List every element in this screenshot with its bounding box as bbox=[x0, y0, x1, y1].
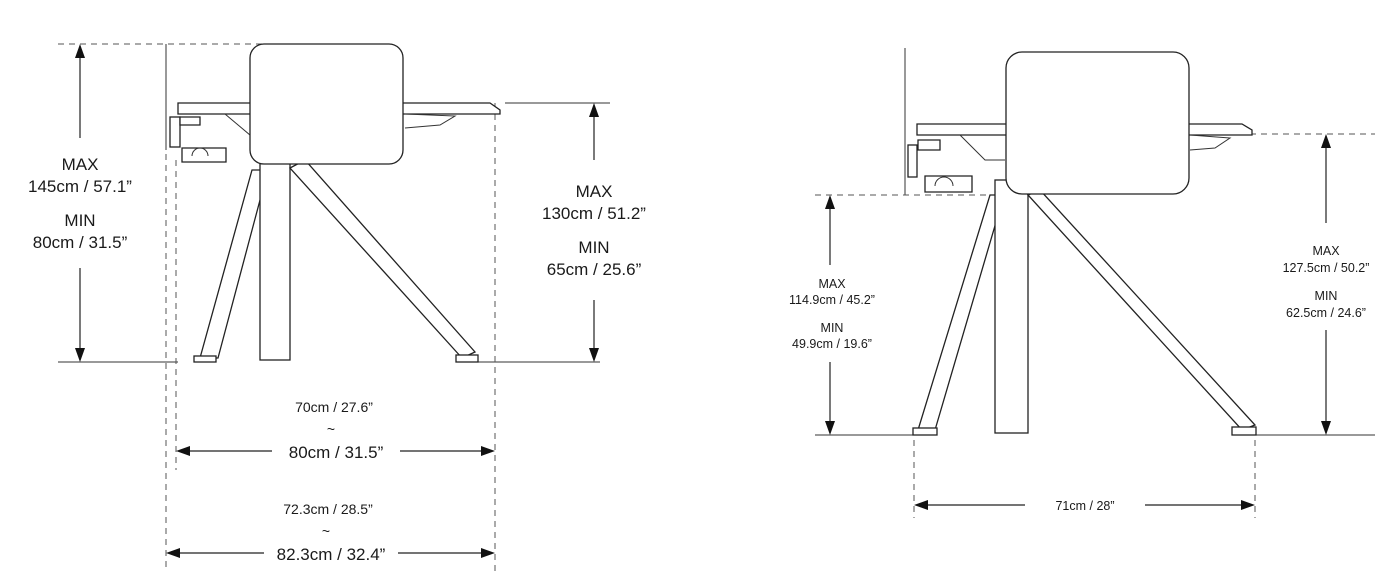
right-desk-height-max-label: MAX bbox=[818, 277, 846, 291]
left-total-height-dimension: MAX 145cm / 57.1” MIN 80cm / 31.5” bbox=[28, 44, 132, 362]
left-overall-width-dimension: 72.3cm / 28.5” ~ 82.3cm / 32.4” bbox=[166, 501, 495, 564]
right-desk-height-min-value: 49.9cm / 19.6” bbox=[792, 337, 872, 351]
left-desk-drawing bbox=[169, 43, 501, 363]
left-total-height-max-value: 145cm / 57.1” bbox=[28, 177, 132, 196]
right-total-height-max-value: 127.5cm / 50.2” bbox=[1283, 261, 1370, 275]
left-overall-width-tilde: ~ bbox=[322, 523, 330, 539]
left-desk-height-min-label: MIN bbox=[578, 238, 609, 257]
left-desk-width-tilde: ~ bbox=[327, 421, 335, 437]
left-overall-width-max-value: 82.3cm / 32.4” bbox=[277, 545, 386, 564]
left-total-height-min-value: 80cm / 31.5” bbox=[33, 233, 128, 252]
right-total-height-dimension: MAX 127.5cm / 50.2” MIN 62.5cm / 24.6” bbox=[1283, 134, 1370, 435]
left-desk-height-max-value: 130cm / 51.2” bbox=[542, 204, 646, 223]
left-desk-width-min-value: 70cm / 27.6” bbox=[295, 399, 373, 415]
right-desk-height-min-label: MIN bbox=[821, 321, 844, 335]
right-guide-lines bbox=[815, 48, 1375, 518]
left-desk-height-dimension: MAX 130cm / 51.2” MIN 65cm / 25.6” bbox=[542, 103, 646, 362]
left-total-height-max-label: MAX bbox=[62, 155, 99, 174]
right-base-width-dimension: 71cm / 28” bbox=[914, 499, 1255, 513]
right-base-width-value: 71cm / 28” bbox=[1055, 499, 1114, 513]
right-desk-height-dimension: MAX 114.9cm / 45.2” MIN 49.9cm / 19.6” bbox=[789, 195, 875, 435]
left-desk-diagram: MAX 145cm / 57.1” MIN 80cm / 31.5” MAX 1… bbox=[28, 43, 646, 575]
left-overall-width-min-value: 72.3cm / 28.5” bbox=[283, 501, 373, 517]
right-total-height-min-value: 62.5cm / 24.6” bbox=[1286, 306, 1366, 320]
right-desk-drawing bbox=[907, 51, 1257, 436]
right-total-height-min-label: MIN bbox=[1315, 289, 1338, 303]
left-desk-height-min-value: 65cm / 25.6” bbox=[547, 260, 642, 279]
right-desk-diagram: MAX 114.9cm / 45.2” MIN 49.9cm / 19.6” M… bbox=[789, 48, 1375, 518]
left-desk-width-max-value: 80cm / 31.5” bbox=[289, 443, 384, 462]
left-desk-height-max-label: MAX bbox=[576, 182, 613, 201]
right-desk-height-max-value: 114.9cm / 45.2” bbox=[789, 293, 875, 307]
left-desk-width-dimension: 70cm / 27.6” ~ 80cm / 31.5” bbox=[176, 399, 495, 462]
left-guide-lines bbox=[58, 43, 610, 575]
right-total-height-max-label: MAX bbox=[1312, 244, 1340, 258]
left-total-height-min-label: MIN bbox=[64, 211, 95, 230]
